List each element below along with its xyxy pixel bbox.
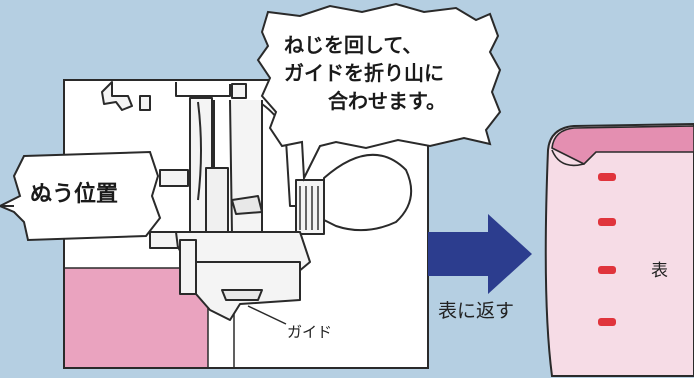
presser-foot-mechanism bbox=[101, 81, 413, 325]
callout-bubble-position bbox=[0, 150, 162, 242]
callout-text-position: ぬう位置 bbox=[30, 182, 119, 207]
stitch-mark bbox=[598, 173, 616, 181]
front-side-label: 表 bbox=[651, 261, 668, 281]
callout-line-3: 合わせます。 bbox=[328, 89, 446, 113]
guide-label: ガイド bbox=[287, 323, 333, 341]
stitch-mark bbox=[598, 318, 616, 326]
callout-line-2: ガイドを折り山に bbox=[284, 61, 444, 85]
turn-arrow bbox=[428, 214, 532, 294]
turn-label: 表に返す bbox=[438, 300, 515, 322]
callout-text-guide: ねじを回して、 ガイドを折り山に 合わせます。 bbox=[284, 31, 446, 115]
stitch-mark bbox=[598, 266, 616, 274]
callout-bubble-guide bbox=[256, 2, 502, 182]
stitch-mark bbox=[598, 218, 616, 226]
callout-line-1: ねじを回して、 bbox=[284, 33, 423, 57]
folded-fabric bbox=[544, 122, 694, 377]
